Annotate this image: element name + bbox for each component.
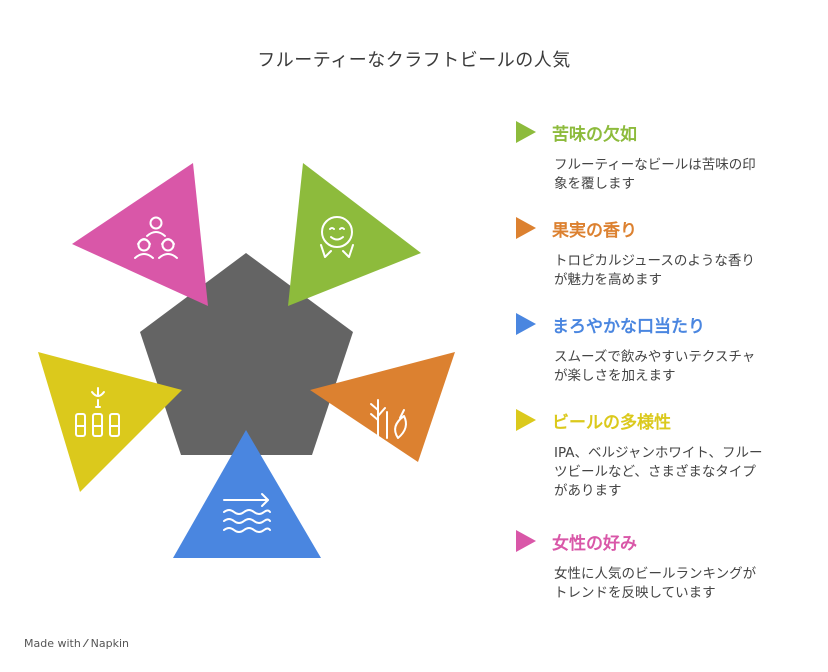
tasting-glasses-icon xyxy=(75,387,120,437)
arrow-icon xyxy=(516,530,536,552)
legend-description: IPA、ベルジャンホワイト、フルー ツビールなど、さまざまなタイプ があります xyxy=(554,445,763,499)
segment-smooth xyxy=(173,430,321,558)
group-of-women-icon xyxy=(134,216,178,259)
legend-title: 苦味の欠如 xyxy=(552,124,637,145)
legend-description: トロピカルジュースのような香り が魅力を高めます xyxy=(554,253,755,288)
made-with-label: Made with xyxy=(24,637,81,650)
center-pentagon xyxy=(140,253,353,455)
made-with-napkin-credit[interactable]: Made with ⁄ Napkin xyxy=(24,637,129,650)
segment-aroma xyxy=(310,352,455,462)
legend-title: 女性の好み xyxy=(552,533,637,554)
segment-bitterness xyxy=(288,163,421,306)
waves-arrow-icon xyxy=(223,493,271,533)
legend-title: ビールの多様性 xyxy=(552,412,671,433)
legend-title: 果実の香り xyxy=(552,220,637,241)
smiling-face-icon xyxy=(320,216,354,258)
plants-icon xyxy=(370,399,407,439)
segment-women xyxy=(72,163,208,306)
legend-item-aroma: 果実の香り トロピカルジュースのような香り が魅力を高めます xyxy=(516,214,816,290)
arrow-icon xyxy=(516,217,536,239)
arrow-icon xyxy=(516,121,536,143)
segment-variety xyxy=(38,352,182,492)
legend-item-bitterness: 苦味の欠如 フルーティーなビールは苦味の印 象を覆します xyxy=(516,118,816,194)
page-title: フルーティーなクラフトビールの人気 xyxy=(257,50,571,71)
legend-title: まろやかな口当たり xyxy=(552,316,705,337)
brand-label: Napkin xyxy=(90,637,130,650)
arrow-icon xyxy=(516,313,536,335)
legend-description: 女性に人気のビールランキングが トレンドを反映しています xyxy=(554,566,757,601)
legend-description: スムーズで飲みやすいテクスチャ が楽しさを加えます xyxy=(554,349,756,384)
arrow-icon xyxy=(516,409,536,431)
legend-item-variety: ビールの多様性 IPA、ベルジャンホワイト、フルー ツビールなど、さまざまなタイ… xyxy=(516,406,816,501)
legend-item-smooth: まろやかな口当たり スムーズで飲みやすいテクスチャ が楽しさを加えます xyxy=(516,310,816,386)
napkin-logo-icon: ⁄ xyxy=(84,637,87,650)
legend-item-women: 女性の好み 女性に人気のビールランキングが トレンドを反映しています xyxy=(516,527,816,603)
legend-description: フルーティーなビールは苦味の印 象を覆します xyxy=(554,157,756,192)
